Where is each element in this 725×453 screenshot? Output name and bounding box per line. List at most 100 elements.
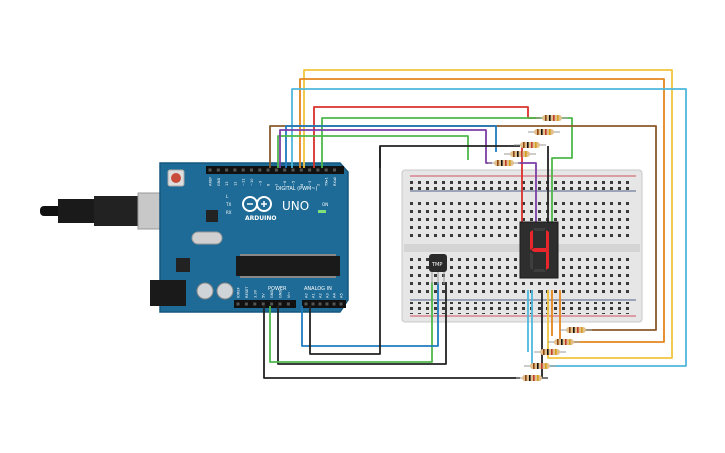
resistor[interactable] bbox=[548, 339, 580, 345]
header-pin-hole[interactable] bbox=[261, 302, 265, 306]
pin-label: 7 bbox=[275, 184, 279, 186]
arduino-logo-icon bbox=[242, 196, 272, 212]
header-pin-hole[interactable] bbox=[316, 168, 320, 172]
resistor[interactable] bbox=[514, 142, 546, 148]
pin-label: AREF bbox=[209, 177, 213, 186]
resistor[interactable] bbox=[534, 349, 566, 355]
atmega-chip bbox=[236, 256, 340, 276]
pin-label: 2 bbox=[316, 184, 320, 186]
header-pin-hole[interactable] bbox=[253, 302, 257, 306]
display-digit-value: 4 bbox=[0, 0, 1, 1]
wire-lightblue[interactable] bbox=[291, 88, 687, 367]
seven-segment-display[interactable]: 4 bbox=[0, 0, 559, 279]
header-pin-hole[interactable] bbox=[208, 168, 212, 172]
header-pin-hole[interactable] bbox=[332, 302, 336, 306]
voltage-regulator bbox=[176, 258, 190, 272]
pin-label: ~5 bbox=[292, 181, 296, 186]
pin-label: ~9 bbox=[258, 180, 262, 186]
pin-label: Vin bbox=[287, 292, 291, 298]
pin-label: ~11 bbox=[242, 178, 246, 186]
pin-label: 12 bbox=[233, 181, 237, 186]
resistor[interactable] bbox=[488, 160, 520, 166]
pin-label: IOREF bbox=[237, 287, 241, 298]
resistor[interactable] bbox=[524, 363, 556, 369]
header-pin-hole[interactable] bbox=[333, 168, 336, 172]
crystal bbox=[191, 231, 223, 245]
resistor[interactable] bbox=[560, 327, 592, 333]
header-pin-hole[interactable] bbox=[304, 302, 308, 306]
header-pin-hole[interactable] bbox=[286, 302, 290, 306]
pin-label: RESET bbox=[245, 286, 249, 298]
header-pin-hole[interactable] bbox=[233, 168, 237, 172]
resistor[interactable] bbox=[528, 129, 560, 135]
header-pin-hole[interactable] bbox=[274, 168, 278, 172]
header-pin-hole[interactable] bbox=[339, 302, 343, 306]
power-jack bbox=[150, 280, 186, 306]
header-pin-hole[interactable] bbox=[244, 302, 248, 306]
pin-label: ~3 bbox=[308, 181, 312, 186]
wire-black-sensor[interactable] bbox=[277, 282, 447, 365]
wire-black-gnd[interactable] bbox=[309, 146, 381, 355]
header-pin-hole[interactable] bbox=[258, 168, 262, 172]
wires bbox=[263, 69, 687, 379]
header-pin-hole[interactable] bbox=[299, 168, 303, 172]
pin-label: A5 bbox=[340, 293, 344, 298]
pin-label: A4 bbox=[333, 293, 337, 298]
header-pin-hole[interactable] bbox=[311, 302, 315, 306]
wire-blue-top[interactable] bbox=[285, 125, 497, 168]
usb-cable-end bbox=[40, 206, 62, 216]
wire-green-short[interactable] bbox=[277, 135, 469, 168]
on-led bbox=[318, 210, 326, 213]
sensor-label: TMP bbox=[431, 262, 442, 268]
pin-label: RX◂0 bbox=[333, 176, 337, 186]
wire-yellow[interactable] bbox=[303, 69, 673, 359]
header-pin-hole[interactable] bbox=[325, 302, 329, 306]
header-pin-hole[interactable] bbox=[324, 168, 328, 172]
wire-black-bottom[interactable] bbox=[263, 306, 520, 379]
analog-pin-header[interactable] bbox=[302, 300, 346, 308]
pin-label: A3 bbox=[326, 293, 330, 298]
header-pin-hole[interactable] bbox=[225, 168, 229, 172]
rx-label: RX bbox=[226, 210, 232, 215]
header-pin-hole[interactable] bbox=[318, 302, 322, 306]
header-pin-hole[interactable] bbox=[236, 302, 240, 306]
power-pin-header[interactable] bbox=[234, 300, 296, 308]
resistor[interactable] bbox=[516, 375, 548, 381]
board-model: UNO bbox=[282, 199, 309, 213]
resistor[interactable] bbox=[504, 151, 536, 157]
header-pin-hole[interactable] bbox=[291, 168, 295, 172]
pin-label: ~6 bbox=[283, 180, 287, 186]
header-pin-hole[interactable] bbox=[250, 168, 253, 172]
wire-blue-sensor[interactable] bbox=[301, 282, 439, 347]
header-pin-hole[interactable] bbox=[308, 168, 312, 172]
capacitor bbox=[216, 282, 234, 300]
pin-label: 5V bbox=[262, 293, 266, 298]
resistor[interactable] bbox=[536, 115, 568, 121]
header-pin-hole[interactable] bbox=[283, 168, 287, 172]
pin-label: A0 bbox=[305, 293, 309, 298]
header-pin-hole[interactable] bbox=[270, 302, 274, 306]
digital-header-label: DIGITAL (PWM~) bbox=[276, 186, 318, 192]
power-header-label: POWER bbox=[268, 286, 287, 292]
wire-orange[interactable] bbox=[299, 78, 665, 343]
board-logo-text: ARDUINO bbox=[245, 215, 276, 222]
on-label: ON bbox=[322, 202, 328, 207]
header-pin-hole[interactable] bbox=[241, 168, 245, 172]
tx-label: TX bbox=[225, 202, 231, 207]
pin-label: GND bbox=[279, 290, 283, 298]
pin-label: TX▸1 bbox=[325, 177, 329, 187]
pin-label: GND bbox=[270, 290, 274, 298]
header-pin-hole[interactable] bbox=[278, 302, 282, 306]
analog-header-label: ANALOG IN bbox=[304, 286, 332, 292]
arduino-uno-board[interactable]: ARDUINO UNO DIGITAL (PWM~) POWER ANALOG … bbox=[40, 162, 349, 313]
temperature-sensor[interactable]: TMP bbox=[429, 254, 447, 284]
wire-brown[interactable] bbox=[269, 125, 657, 331]
header-pin-hole[interactable] bbox=[266, 168, 270, 172]
wire-green-sensor[interactable] bbox=[269, 282, 433, 363]
usb-plug bbox=[58, 199, 96, 223]
header-pin-hole[interactable] bbox=[216, 168, 220, 172]
l-label: L bbox=[226, 194, 229, 199]
